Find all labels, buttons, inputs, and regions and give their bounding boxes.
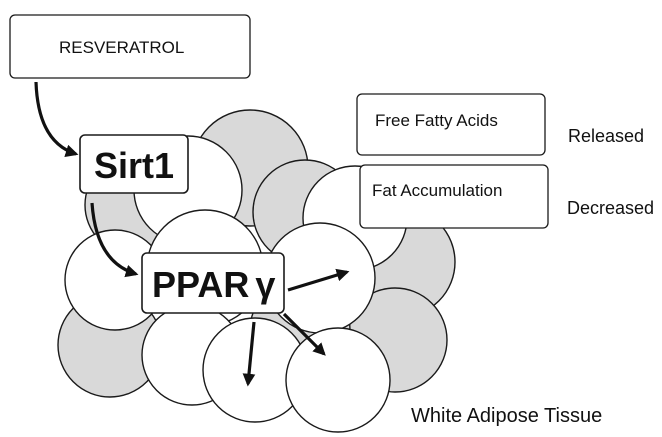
arrow-ppar-right xyxy=(287,268,350,292)
adipocyte-cell xyxy=(285,327,391,433)
free-fatty-acids-label: Free Fatty Acids xyxy=(375,111,498,130)
released-label: Released xyxy=(568,126,644,146)
sirt1-label: Sirt1 xyxy=(94,145,174,186)
fat-accumulation-label: Fat Accumulation xyxy=(372,181,502,200)
white-adipose-tissue-label: White Adipose Tissue xyxy=(411,405,602,427)
arrow-ppar-down-right xyxy=(282,312,326,356)
sirt1-box xyxy=(79,134,189,194)
ppar-text: PPAR xyxy=(152,264,249,305)
gamma-symbol: γ xyxy=(255,264,275,305)
ppar-gamma-box xyxy=(141,252,285,314)
resveratrol-box xyxy=(9,14,251,79)
decreased-label: Decreased xyxy=(567,198,654,218)
free-fatty-acids-box xyxy=(356,93,546,156)
arrow-sirt1-to-ppar xyxy=(90,202,139,278)
arrow-ppar-down xyxy=(242,321,256,387)
fat-accumulation-box xyxy=(359,164,549,229)
arrow-resveratrol-to-sirt1 xyxy=(34,81,79,158)
resveratrol-label: RESVERATROL xyxy=(59,38,184,57)
